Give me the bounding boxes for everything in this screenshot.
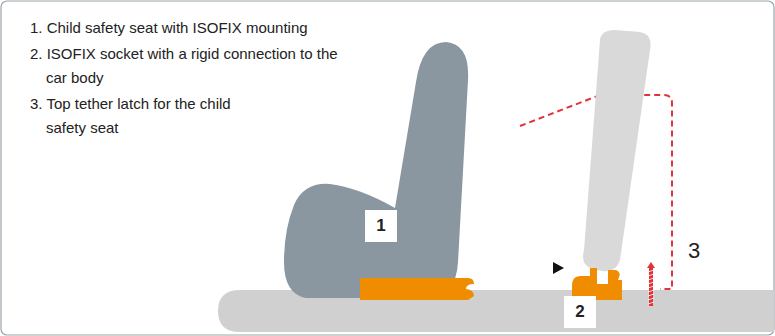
callout-box: 1 <box>365 210 397 242</box>
child-seat <box>284 42 468 298</box>
insert-arrow <box>553 262 564 274</box>
legend-item: 2. ISOFIX socket with a rigid connection… <box>30 42 358 90</box>
isofix-connector <box>360 278 474 300</box>
tether-anchor <box>647 262 655 306</box>
callout-box: 2 <box>564 296 596 328</box>
legend-item: 3. Top tether latch for the child safety… <box>30 92 260 140</box>
callout-number: 2 <box>575 302 584 322</box>
vehicle-seat-back <box>583 30 651 271</box>
legend-item: 1. Child safety seat with ISOFIX mountin… <box>30 16 386 40</box>
callout-number: 3 <box>688 238 718 264</box>
callout-number: 1 <box>376 216 385 236</box>
